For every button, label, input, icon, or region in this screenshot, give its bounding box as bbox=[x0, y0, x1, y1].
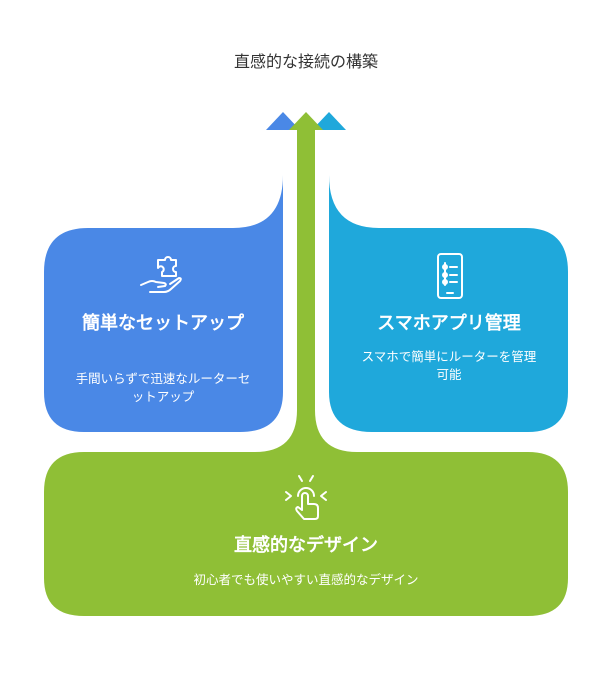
page-title: 直感的な接続の構築 bbox=[233, 52, 378, 71]
card-smartphone-app-title: スマホアプリ管理 bbox=[377, 313, 521, 334]
card-easy-setup-description: 手間いらずで迅速なルーターセットアップ bbox=[75, 371, 251, 404]
card-intuitive-design-title: 直感的なデザイン bbox=[234, 535, 378, 556]
card-smartphone-app-description: スマホで簡単にルーターを管理可能 bbox=[361, 349, 537, 382]
card-easy-setup-shape bbox=[44, 130, 283, 432]
card-smartphone-app-shape bbox=[329, 130, 568, 432]
arrow-head-cyan bbox=[312, 112, 346, 130]
smartphone-settings-icon bbox=[437, 253, 463, 299]
card-intuitive-design-description: 初心者でも使いやすい直感的なデザイン bbox=[193, 572, 419, 587]
puzzle-hand-icon bbox=[140, 256, 182, 293]
tap-gesture-icon bbox=[285, 475, 327, 520]
arrow-head-blue bbox=[266, 112, 300, 130]
card-easy-setup-title: 簡単なセットアップ bbox=[82, 313, 244, 334]
arrow-head-green bbox=[289, 112, 323, 130]
card-intuitive-design-shape bbox=[44, 130, 568, 616]
